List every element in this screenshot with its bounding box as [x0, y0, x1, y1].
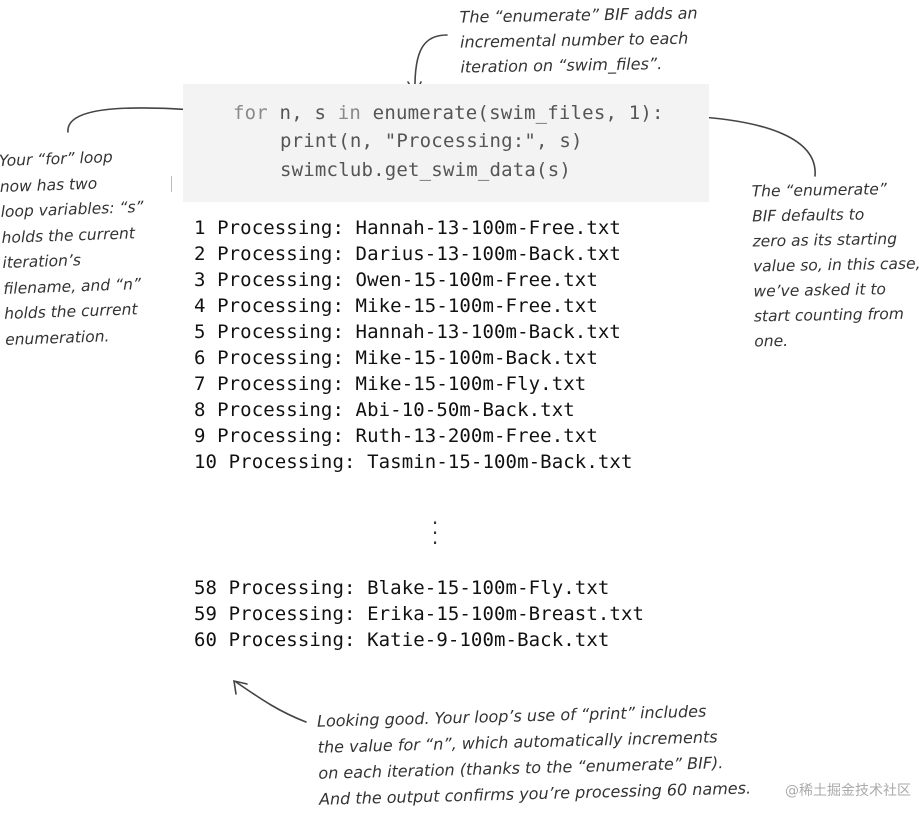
- arrow-top: [414, 34, 448, 93]
- annotation-default-start: The “enumerate” BIF defaults to zero as …: [751, 180, 919, 351]
- code-block: for n, s in enumerate(swim_files, 1): pr…: [183, 84, 709, 202]
- output-last-block: 58 Processing: Blake-15-100m-Fly.txt 59 …: [194, 575, 644, 653]
- code-line-print: print(n, "Processing:", s): [280, 130, 583, 152]
- output-line: 60 Processing: Katie-9-100m-Back.txt: [194, 629, 610, 651]
- output-line: 59 Processing: Erika-15-100m-Breast.txt: [194, 603, 645, 625]
- loop-vars: n, s: [267, 102, 338, 124]
- arrow-left: [67, 107, 209, 133]
- keyword-for: for: [233, 102, 268, 124]
- annotation-looking-good: Looking good. Your loop’s use of “print”…: [316, 701, 752, 809]
- ellipsis: . . .: [431, 505, 439, 549]
- arrow-bottom: [235, 681, 307, 723]
- output-line: 1 Processing: Hannah-13-100m-Free.txt: [194, 217, 621, 239]
- output-line: 10 Processing: Tasmin-15-100m-Back.txt: [194, 451, 633, 473]
- output-first-block: 1 Processing: Hannah-13-100m-Free.txt 2 …: [194, 215, 632, 475]
- output-line: 4 Processing: Mike-15-100m-Free.txt: [194, 295, 598, 317]
- output-line: 3 Processing: Owen-15-100m-Free.txt: [194, 269, 598, 291]
- divider-tick: [171, 176, 172, 192]
- code-line-get-swim-data: swimclub.get_swim_data(s): [280, 159, 571, 181]
- enumerate-call: enumerate(swim_files, 1):: [361, 102, 664, 124]
- arrow-right: [684, 115, 816, 177]
- output-line: 8 Processing: Abi-10-50m-Back.txt: [194, 399, 575, 421]
- output-line: 6 Processing: Mike-15-100m-Back.txt: [194, 347, 598, 369]
- annotation-loop-variables: Your “for” loop now has two loop variabl…: [0, 148, 144, 349]
- output-line: 2 Processing: Darius-13-100m-Back.txt: [194, 243, 621, 265]
- output-line: 5 Processing: Hannah-13-100m-Back.txt: [194, 321, 621, 343]
- watermark: @稀土掘金技术社区: [785, 783, 911, 799]
- annotation-enumerate-adds: The “enumerate” BIF adds an incremental …: [459, 3, 698, 77]
- output-line: 7 Processing: Mike-15-100m-Fly.txt: [194, 373, 587, 395]
- output-line: 58 Processing: Blake-15-100m-Fly.txt: [194, 577, 610, 599]
- output-line: 9 Processing: Ruth-13-200m-Free.txt: [194, 425, 598, 447]
- code-line-for: for n, s in enumerate(swim_files, 1):: [233, 102, 664, 124]
- keyword-in: in: [337, 102, 362, 124]
